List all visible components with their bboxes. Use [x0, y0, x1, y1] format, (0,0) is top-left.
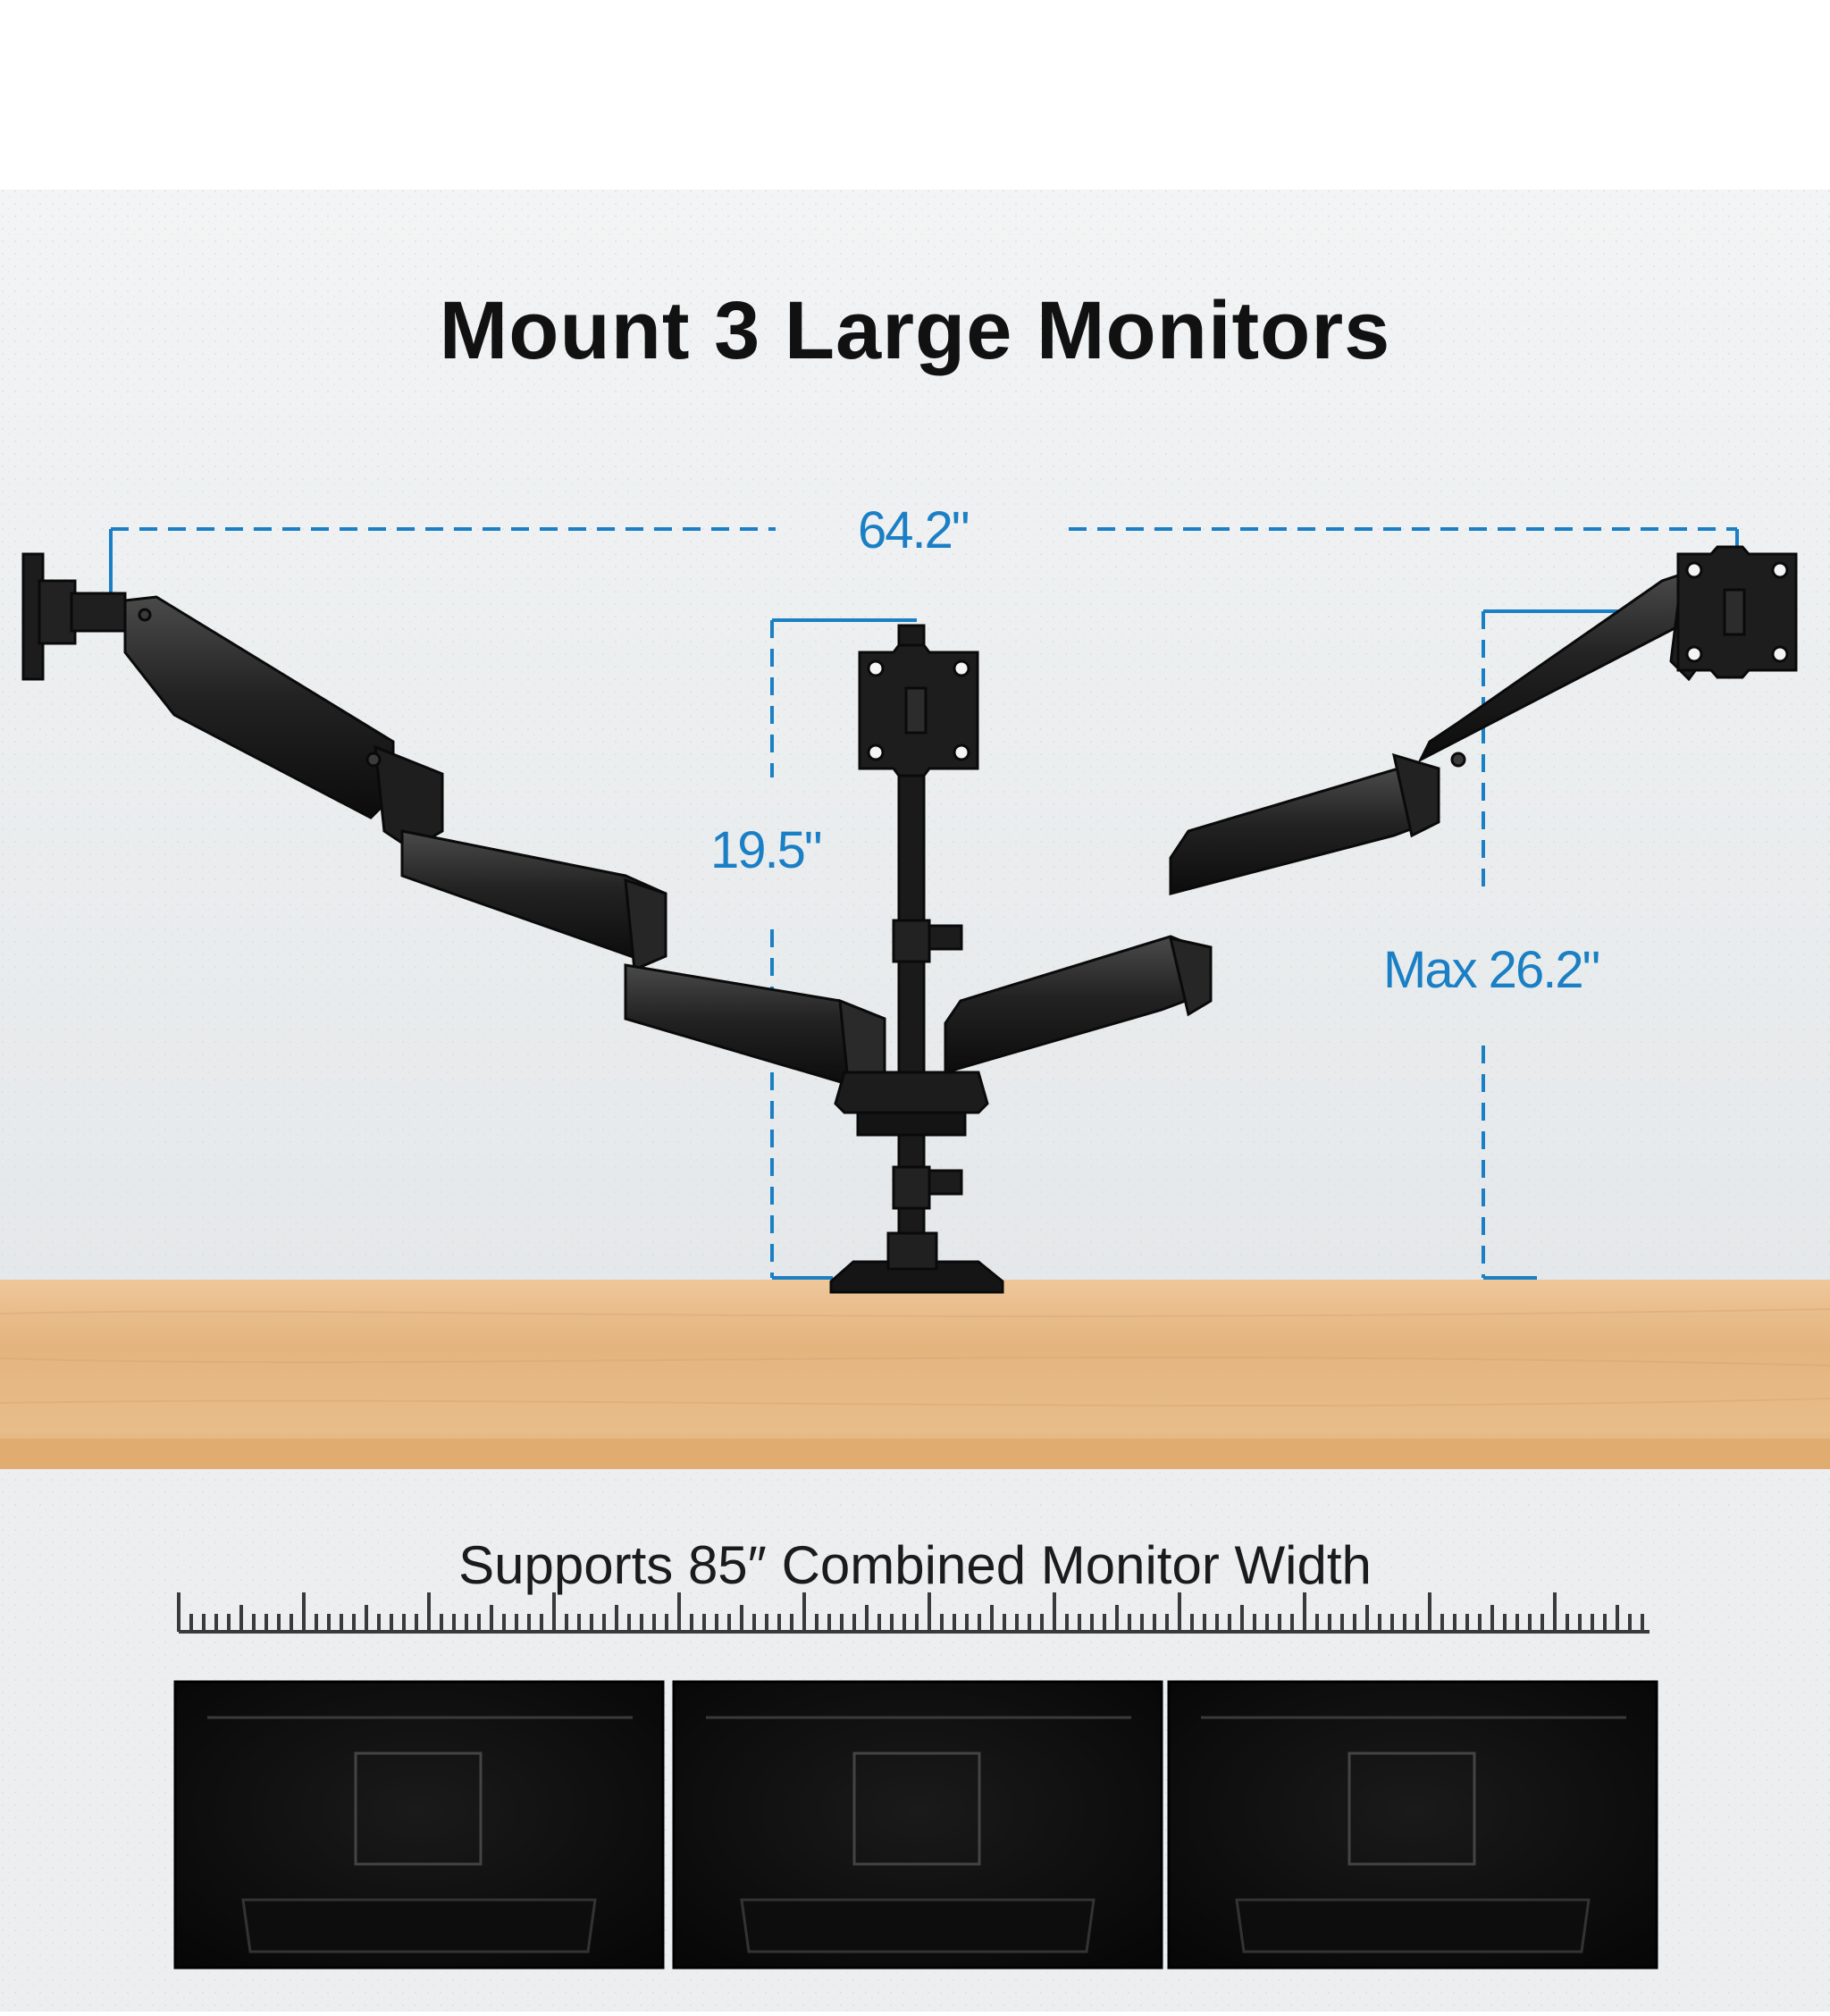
ruler [177, 1592, 1650, 1634]
monitor-back-center [672, 1680, 1163, 1970]
pole-height-dimension: 19.5" [710, 821, 822, 879]
right-monitor-arm [944, 570, 1708, 1074]
left-monitor-arm [21, 552, 886, 1092]
page-heading: Mount 3 Large Monitors [439, 285, 1391, 376]
max-height-dimension: Max 26.2" [1383, 941, 1600, 999]
right-vesa-plate [1676, 545, 1798, 679]
dimension-lines [109, 527, 1739, 1280]
center-vesa-plate [858, 643, 979, 777]
desk-grain [0, 1308, 1830, 1407]
arm-span-dimension: 64.2" [858, 501, 970, 559]
width-caption: Supports 85″ Combined Monitor Width [458, 1535, 1372, 1595]
monitor-back-right [1167, 1680, 1658, 1970]
monitor-back-left [173, 1680, 665, 1970]
desk-edge [0, 1439, 1830, 1469]
monitor-backs [173, 1680, 1658, 1970]
